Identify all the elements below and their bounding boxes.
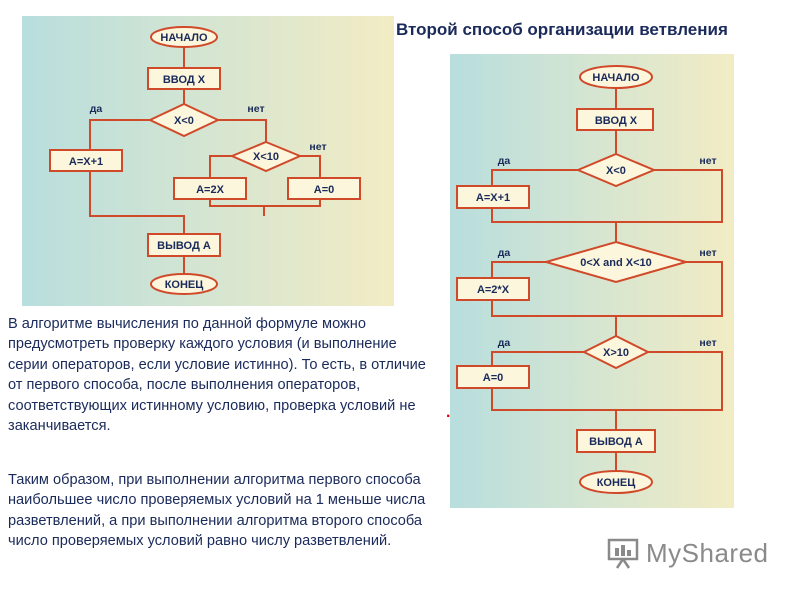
flow1-cond1-label: X<0 — [174, 115, 194, 127]
flow1-cond2-node — [229, 140, 303, 173]
flow2-no3-label: нет — [699, 337, 716, 349]
flow1-a0-label: A=0 — [314, 184, 335, 196]
flowchart-second-method: НАЧАЛО ВВОД X X<0 A=X+1 0<X and X<10 A=2… — [450, 54, 734, 508]
flow2-yes2-label: да — [498, 247, 511, 259]
watermark-text: MyShared — [646, 537, 769, 568]
flow2-cond1-node — [575, 152, 657, 188]
flow1-output-node — [147, 233, 221, 257]
flow2-a0-node — [456, 365, 530, 389]
flow1-yes-label: да — [90, 103, 103, 115]
flow2-cond2-label: 0<X and X<10 — [580, 257, 652, 269]
flow1-end-label: КОНЕЦ — [165, 279, 204, 291]
flow2-end-label: КОНЕЦ — [597, 477, 636, 489]
flow2-cond3-node — [581, 334, 651, 370]
flow1-end-node — [150, 273, 218, 295]
flow1-start-label: НАЧАЛО — [160, 32, 208, 44]
paragraph-method-description: В алгоритме вычисления по данной формуле… — [8, 316, 426, 435]
flow1-input-node — [147, 67, 221, 90]
flow2-input-label: ВВОД X — [595, 115, 638, 127]
flow2-no1-label: нет — [699, 155, 716, 167]
flow1-input-label: ВВОД X — [163, 74, 206, 86]
flow1-start-node — [150, 26, 218, 48]
presentation-board-icon — [607, 538, 639, 569]
flow2-output-label: ВЫВОД А — [589, 436, 643, 448]
flow2-ax-node — [456, 185, 530, 209]
flow2-yes1-label: да — [498, 155, 511, 167]
paragraph-conclusion: Таким образом, при выполнении алгоритма … — [8, 472, 426, 550]
flow2-cond3-label: X>10 — [603, 347, 629, 359]
flow1-output-label: ВЫВОД А — [157, 240, 211, 252]
flow2-ax-label: A=X+1 — [476, 192, 510, 204]
flow2-a0-label: A=0 — [483, 372, 504, 384]
flowchart-1-nodes: НАЧАЛО ВВОД X X<0 A=X+1 X<10 A=2X A=0 ВЫ… — [22, 16, 394, 306]
watermark-logo: MyShared — [606, 536, 769, 570]
flow1-no2-label: нет — [309, 141, 326, 153]
flow2-cond2-node — [542, 240, 690, 284]
flow2-end-node — [579, 470, 653, 494]
flow2-no2-label: нет — [699, 247, 716, 259]
flow2-a2x-node — [456, 277, 530, 301]
flow2-start-label: НАЧАЛО — [592, 72, 640, 84]
slide-title: Второй способ организации ветвления — [396, 20, 728, 39]
flow1-a2x-label: A=2X — [196, 184, 224, 196]
flow1-a0-node — [287, 177, 361, 200]
flow1-cond1-node — [147, 102, 221, 138]
flow2-cond1-label: X<0 — [606, 165, 626, 177]
flow2-start-node — [579, 65, 653, 89]
flow2-output-node — [576, 429, 656, 453]
flow1-a2x-node — [173, 177, 247, 200]
flow1-ax-label: A=X+1 — [69, 156, 103, 168]
flow2-input-node — [576, 108, 654, 131]
flow1-ax-node — [49, 149, 123, 172]
flow2-a2x-label: A=2*X — [477, 284, 510, 296]
red-dot-marker: . — [446, 404, 451, 421]
flow2-yes3-label: да — [498, 337, 511, 349]
flow1-no-label: нет — [247, 103, 264, 115]
flow1-cond2-label: X<10 — [253, 151, 279, 163]
